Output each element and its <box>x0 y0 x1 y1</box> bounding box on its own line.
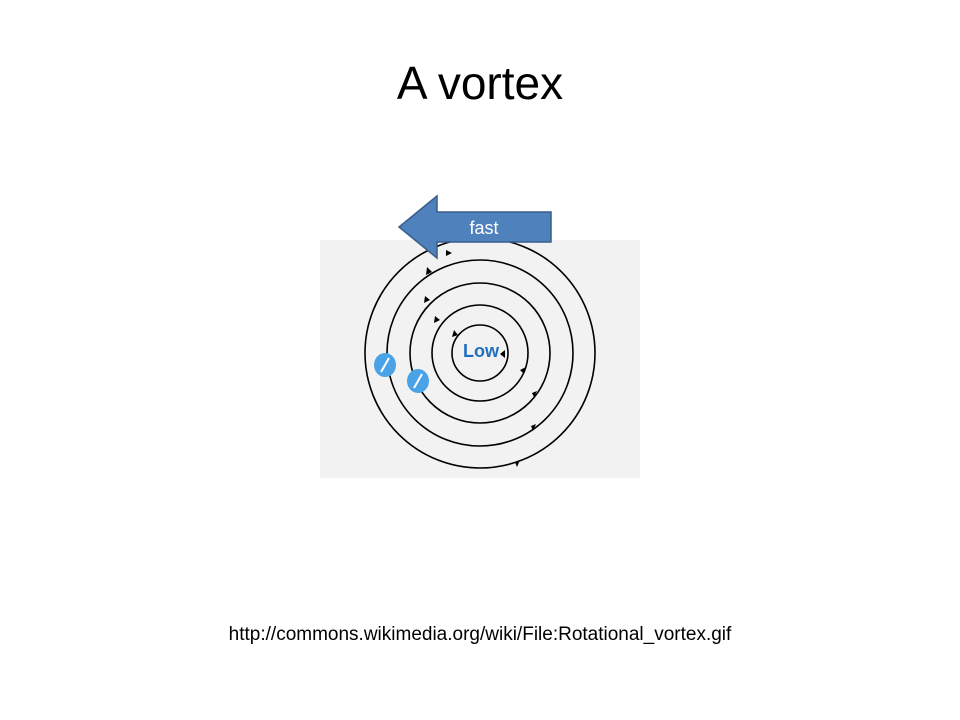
vortex-image-background <box>320 240 640 478</box>
slide-title: A vortex <box>396 57 564 109</box>
vortex-ring <box>409 282 551 424</box>
direction-marker <box>452 330 458 337</box>
center-label: Low <box>463 341 500 361</box>
direction-marker <box>434 316 440 323</box>
direction-marker <box>500 350 505 358</box>
direction-markers <box>424 250 537 467</box>
particles <box>374 353 429 393</box>
particle-marker <box>413 373 423 389</box>
direction-marker <box>515 460 520 467</box>
direction-marker <box>532 391 537 397</box>
vortex-ring <box>386 259 574 447</box>
fast-arrow-label: fast <box>469 218 498 238</box>
direction-marker <box>520 367 526 374</box>
direction-marker <box>531 424 536 431</box>
direction-marker <box>426 267 432 275</box>
fast-arrow-icon <box>397 194 552 260</box>
direction-marker <box>446 250 452 256</box>
direction-marker <box>424 296 430 303</box>
source-url: http://commons.wikimedia.org/wiki/File:R… <box>228 624 732 645</box>
vortex-ring <box>431 304 529 402</box>
particle-marker <box>380 357 390 373</box>
vortex-ring <box>451 324 509 382</box>
